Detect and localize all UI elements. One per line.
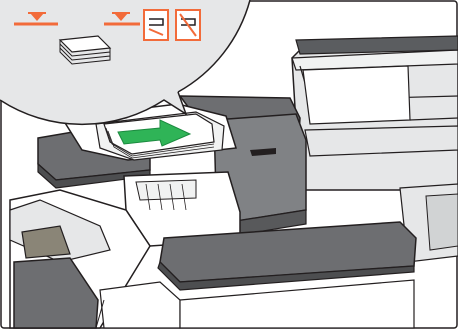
machine-housing bbox=[292, 36, 458, 190]
placement-icon bbox=[176, 10, 200, 40]
placement-icon bbox=[144, 10, 168, 40]
